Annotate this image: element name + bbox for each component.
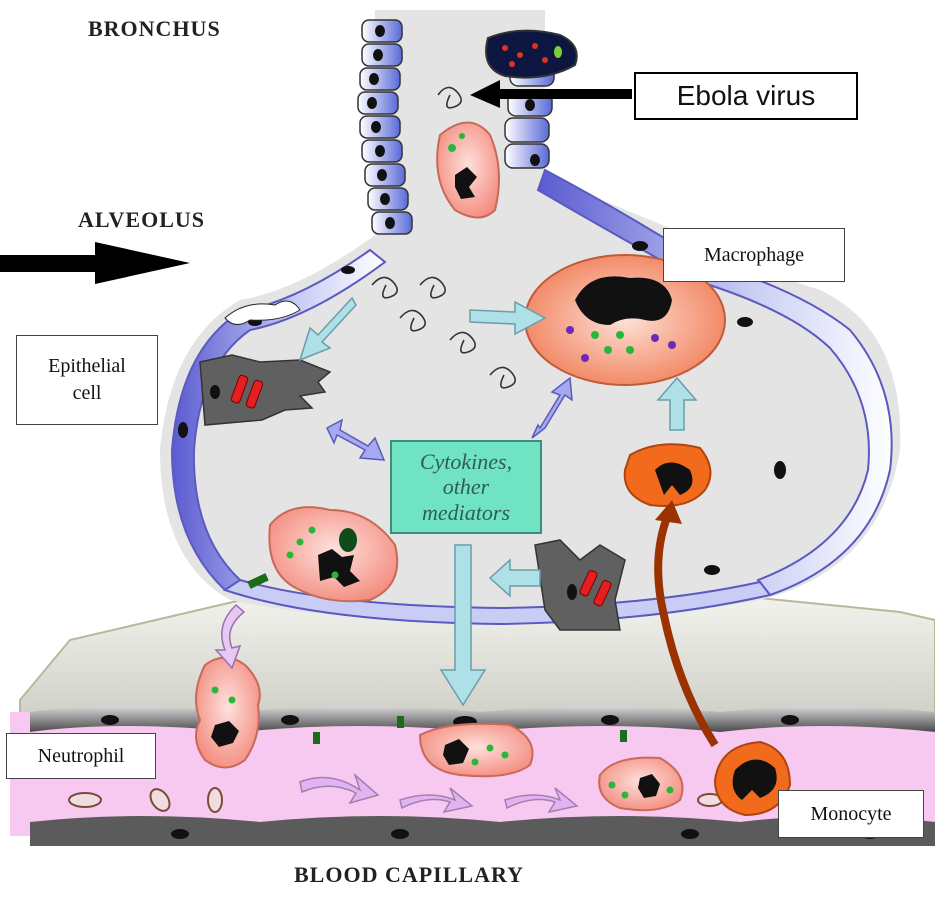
alveolus-label: ALVEOLUS — [78, 207, 205, 233]
cytokines-line-2: other — [443, 474, 489, 499]
macrophage-label: Macrophage — [663, 228, 845, 282]
monocyte-label: Monocyte — [778, 790, 924, 838]
blood-capillary-label: BLOOD CAPILLARY — [294, 862, 524, 888]
neutrophil-capillary-1 — [420, 724, 533, 777]
neutrophil-label: Neutrophil — [6, 733, 156, 779]
infected-bronchus-cell — [486, 31, 577, 78]
cytokines-line-1: Cytokines, — [420, 449, 512, 474]
cytokines-line-3: mediators — [422, 500, 510, 525]
bronchus-label: BRONCHUS — [88, 16, 221, 42]
epithelial-cell-label: Epithelial cell — [16, 335, 158, 425]
alveolus-pointer-arrow — [0, 242, 190, 284]
epithelial-line-1: Epithelial — [48, 353, 126, 380]
ebola-virus-label: Ebola virus — [634, 72, 858, 120]
cytokines-box: Cytokines, other mediators — [390, 440, 542, 534]
neutrophil-crossing — [196, 658, 260, 768]
epithelial-line-2: cell — [73, 380, 102, 407]
